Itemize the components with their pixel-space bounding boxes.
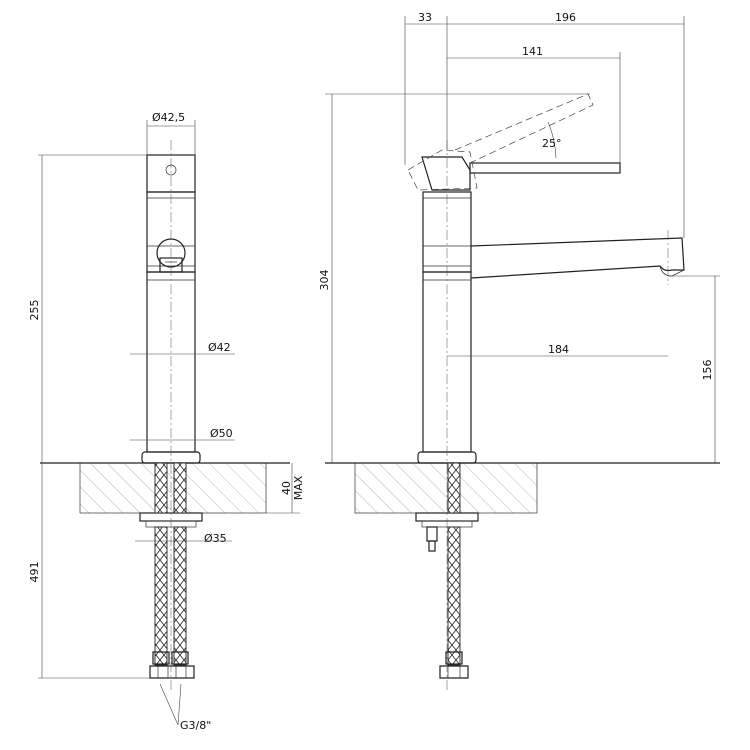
dim-front-body-height: 255	[28, 300, 41, 321]
dim-total-reach: 196	[555, 11, 576, 24]
side-hose-upper	[447, 462, 461, 514]
dim-deck-max-label: MAX	[292, 475, 305, 500]
side-view: 25° 33 196 141	[318, 11, 720, 690]
dim-deck-thickness: 40	[280, 481, 293, 495]
side-lever-handle	[469, 162, 621, 174]
side-hose	[447, 526, 461, 666]
dim-front-body-diameter: Ø42	[208, 341, 231, 354]
side-hose-nut	[439, 665, 469, 679]
thread-label: G3/8"	[180, 719, 211, 732]
front-hose-right	[173, 526, 187, 666]
front-hose-left-upper	[154, 462, 168, 514]
dim-front-base-diameter: Ø50	[210, 427, 233, 440]
dim-hose-length: 491	[28, 562, 41, 583]
dim-front-top-diameter: Ø42,5	[152, 111, 185, 124]
side-lever-open-handle	[454, 93, 594, 164]
front-deck-section	[79, 462, 267, 514]
front-hose-nuts	[149, 665, 195, 679]
side-lever-open-head	[407, 149, 478, 191]
front-hose-left	[154, 526, 168, 666]
dim-lever-length: 141	[522, 45, 543, 58]
front-view: Ø42,5 255 Ø42 Ø50 40 MAX Ø35 491 G3/8"	[28, 111, 305, 732]
side-spout	[470, 237, 685, 279]
side-stud	[426, 526, 438, 542]
dim-lever-offset: 33	[418, 11, 432, 24]
side-lever-head	[421, 156, 471, 191]
side-deck-section	[354, 462, 538, 514]
dim-spout-height: 156	[701, 360, 714, 381]
dim-lever-angle: 25°	[542, 137, 562, 150]
front-hose-right-upper	[173, 462, 187, 514]
dim-spout-reach: 184	[548, 343, 569, 356]
dim-front-shank-diameter: Ø35	[204, 532, 227, 545]
dim-total-height: 304	[318, 270, 331, 291]
